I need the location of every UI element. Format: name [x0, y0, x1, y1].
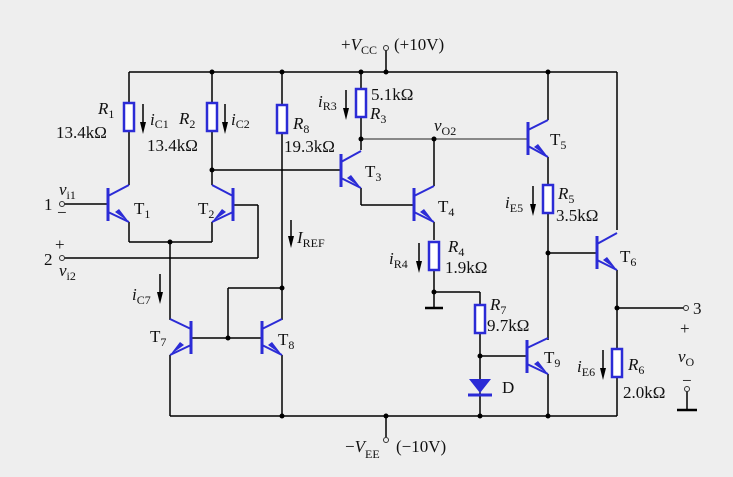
- input-2-voltage: vi2: [59, 261, 76, 283]
- r5-value: 3.5kΩ: [556, 206, 598, 225]
- transistor-t7: [169, 318, 193, 356]
- output-voltage: vO: [678, 347, 695, 369]
- transistor-t4: [412, 185, 435, 223]
- wires: [62, 50, 697, 437]
- r7-label: R7: [489, 295, 506, 317]
- arrow-ir4: [416, 243, 422, 273]
- vcc-value: (+10V): [394, 35, 444, 54]
- vo2-label: vO2: [434, 116, 456, 138]
- r2-value: 13.4kΩ: [147, 136, 198, 155]
- arrow-ic1: [140, 104, 146, 134]
- ic1-label: iC1: [150, 110, 169, 131]
- ie6-label: iE6: [577, 357, 595, 379]
- current-arrows: [140, 90, 606, 380]
- t7-label: T7: [150, 327, 166, 349]
- diode-label: D: [502, 378, 514, 397]
- vcc-terminal: [383, 45, 389, 51]
- input-1-number: 1: [44, 195, 53, 214]
- ir3-label: iR3: [318, 92, 337, 113]
- r4-label: R4: [447, 237, 464, 259]
- transistor-t2: [211, 184, 235, 223]
- resistor-r2: [205, 101, 219, 133]
- vee-value: (−10V): [396, 437, 446, 456]
- arrow-ic2: [222, 104, 228, 134]
- resistor-r7: [473, 303, 487, 335]
- transistor-t1: [106, 184, 130, 223]
- t6-label: T6: [620, 247, 636, 269]
- output-ground-terminal: [684, 386, 690, 392]
- diode-d: [468, 379, 492, 397]
- r4-value: 1.9kΩ: [445, 258, 487, 277]
- arrow-ie5: [530, 186, 536, 216]
- input-2-polarity: +: [55, 235, 65, 254]
- t4-label: T4: [438, 197, 454, 219]
- transistor-t3: [339, 150, 362, 189]
- input-2-number: 2: [44, 250, 53, 269]
- t1-label: T1: [134, 199, 150, 221]
- input-2-terminal: [59, 255, 65, 261]
- vcc-label: +VCC: [341, 35, 377, 57]
- iref-label: IREF: [296, 228, 325, 250]
- resistor-r1: [122, 101, 136, 133]
- arrow-ie6: [600, 350, 606, 380]
- ie5-label: iE5: [505, 193, 523, 215]
- transistor-t8: [260, 318, 283, 356]
- resistor-r5: [541, 183, 555, 215]
- resistor-bodies: [122, 87, 624, 379]
- resistor-r6: [610, 347, 624, 379]
- t8-label: T8: [278, 330, 294, 352]
- resistor-r4: [427, 240, 441, 272]
- r6-value: 2.0kΩ: [623, 383, 665, 402]
- vee-label: −VEE: [345, 437, 380, 461]
- r3-value: 5.1kΩ: [371, 85, 413, 104]
- vee-terminal: [383, 437, 389, 443]
- arrow-ir3: [343, 90, 349, 120]
- input-1-terminal: [59, 201, 65, 207]
- output-plus: +: [680, 319, 690, 338]
- resistor-r3: [354, 87, 368, 119]
- terminals: [59, 45, 690, 443]
- r2-label: R2: [178, 109, 195, 131]
- output-minus: −: [682, 371, 692, 390]
- r8-value: 19.3kΩ: [284, 137, 335, 156]
- ic7-label: iC7: [132, 285, 151, 307]
- r1-label: R1: [97, 99, 114, 121]
- input-1-voltage: vi1: [59, 180, 76, 202]
- input-1-polarity: −: [57, 203, 67, 222]
- output-3-terminal: [683, 305, 689, 311]
- ir4-label: iR4: [389, 249, 408, 271]
- r8-label: R8: [292, 114, 309, 136]
- r3-label: R3: [369, 104, 386, 126]
- arrow-ic7: [157, 274, 163, 304]
- transistor-t6: [595, 232, 618, 271]
- junctions: [167, 69, 620, 419]
- ic2-label: iC2: [231, 110, 250, 131]
- r6-label: R6: [627, 355, 644, 377]
- transistor-t5: [526, 119, 549, 158]
- arrow-iref: [288, 220, 294, 248]
- r7-value: 9.7kΩ: [487, 316, 529, 335]
- resistor-r8: [275, 103, 289, 135]
- t5-label: T5: [550, 130, 566, 152]
- r5-label: R5: [557, 184, 574, 206]
- t3-label: T3: [365, 162, 381, 184]
- t9-label: T9: [544, 348, 560, 370]
- output-3-number: 3: [693, 299, 702, 318]
- transistor-t9: [525, 337, 549, 375]
- r1-value: 13.4kΩ: [56, 123, 107, 142]
- t2-label: T2: [198, 199, 214, 221]
